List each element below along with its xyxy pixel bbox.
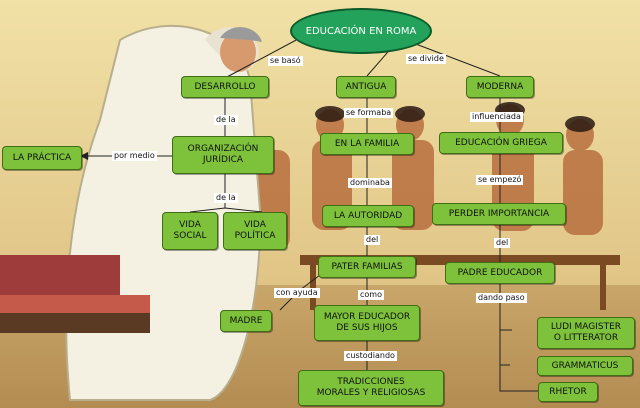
node-en-la-familia: EN LA FAMILIA: [320, 133, 414, 155]
link-label-del-1: del: [364, 235, 381, 245]
root-node: EDUCACIÓN EN ROMA: [290, 8, 432, 54]
link-label-del-2: del: [494, 238, 511, 248]
link-label-como: como: [358, 290, 384, 300]
node-pater-familias: PATER FAMILIAS: [318, 256, 416, 278]
link-label-custodiando: custodiando: [344, 351, 397, 361]
link-label-con-ayuda: con ayuda: [274, 288, 320, 298]
node-mayor-educador: MAYOR EDUCADOR DE SUS HIJOS: [314, 305, 420, 341]
link-label-se-empezo: se empezó: [476, 175, 524, 185]
link-label-dominaba: dominaba: [348, 178, 392, 188]
link-label-de-la-2: de la: [214, 193, 238, 203]
node-desarrollo: DESARROLLO: [181, 76, 269, 98]
node-educacion-griega: EDUCACIÓN GRIEGA: [439, 132, 563, 154]
benches: [300, 255, 620, 310]
link-label-se-divide: se divide: [406, 54, 446, 64]
node-organizacion-juridica: ORGANIZACIÓN JURÍDICA: [172, 136, 274, 174]
node-la-autoridad: LA AUTORIDAD: [322, 205, 414, 227]
node-perder-importancia: PERDER IMPORTANCIA: [432, 203, 566, 225]
link-label-se-baso: se basó: [268, 56, 303, 66]
link-label-de-la-1: de la: [214, 115, 238, 125]
node-moderna: MODERNA: [466, 76, 534, 98]
node-la-practica: LA PRÁCTICA: [2, 146, 82, 170]
node-vida-social: VIDA SOCIAL: [162, 212, 218, 250]
node-padre-educador: PADRE EDUCADOR: [445, 262, 555, 284]
link-label-influenciada: influenciada: [470, 112, 523, 122]
node-antigua: ANTIGUA: [336, 76, 396, 98]
node-vida-politica: VIDA POLÍTICA: [223, 212, 287, 250]
hair-shapes: [315, 102, 595, 132]
link-label-dando-paso: dando paso: [476, 293, 527, 303]
link-label-por-medio: por medio: [112, 151, 157, 161]
node-rhetor: RHETOR: [538, 382, 598, 402]
node-grammaticus: GRAMMATICUS: [537, 356, 633, 376]
node-ludi-magister: LUDI MAGISTER O LITTERATOR: [537, 317, 635, 349]
link-label-se-formaba: se formaba: [344, 108, 394, 118]
node-madre: MADRE: [220, 310, 272, 332]
couch: [0, 255, 150, 333]
node-tradiciones: TRADICCIONES MORALES Y RELIGIOSAS: [298, 370, 444, 406]
